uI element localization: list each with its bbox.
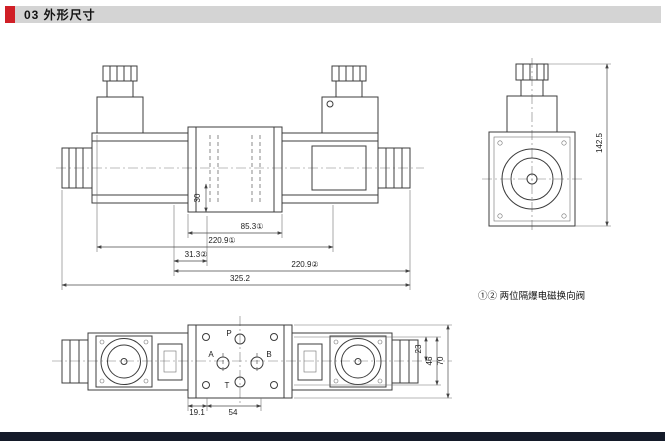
terminal-screw bbox=[326, 100, 334, 108]
dim-142-5: 142.5 bbox=[548, 63, 611, 227]
port-p-hole bbox=[234, 333, 246, 345]
port-t-label: T bbox=[225, 381, 230, 390]
front-right-junction-box bbox=[321, 96, 379, 134]
bottom-right-terminal-box bbox=[297, 343, 323, 381]
dim-label-23: 23 bbox=[414, 344, 423, 353]
front-valve-body bbox=[187, 126, 283, 213]
bottom-view: P A B T bbox=[52, 316, 452, 417]
dim-label-220-9-a: 220.9① bbox=[208, 236, 235, 245]
dim-30: 30 bbox=[193, 183, 208, 213]
mounting-hole bbox=[202, 381, 210, 389]
nameplate bbox=[311, 145, 367, 191]
dim-label-31-3: 31.3② bbox=[185, 250, 208, 259]
mounting-hole bbox=[202, 333, 210, 341]
footnote: ①② 两位隔爆电磁换向阀 bbox=[478, 290, 585, 302]
dim-label-30: 30 bbox=[193, 193, 202, 202]
side-cable-gland bbox=[515, 63, 549, 97]
dim-85-3: 85.3① bbox=[187, 222, 283, 235]
bottom-left-terminal-box bbox=[157, 343, 183, 381]
dim-220-9-b: 220.9② bbox=[173, 260, 411, 273]
dim-label-220-9-b: 220.9② bbox=[291, 260, 318, 269]
dim-70: 70 bbox=[436, 324, 450, 399]
dim-label-85-3: 85.3① bbox=[241, 222, 264, 231]
footer-bar bbox=[0, 432, 665, 441]
bottom-right-coil bbox=[291, 332, 393, 391]
dim-54: 54 bbox=[206, 404, 262, 417]
front-right-end-nut bbox=[377, 147, 411, 189]
section-header: 03 外形尺寸 bbox=[5, 6, 661, 23]
front-view: 85.3① 220.9① 31.3② 220.9② 325.2 30 bbox=[56, 65, 424, 290]
dim-label-325-2: 325.2 bbox=[230, 274, 251, 283]
dim-label-46: 46 bbox=[425, 356, 434, 365]
mounting-hole bbox=[270, 333, 278, 341]
side-body bbox=[488, 131, 576, 227]
front-left-cable-gland bbox=[102, 65, 138, 98]
dim-label-19-1: 19.1 bbox=[189, 408, 205, 417]
bottom-right-end-nut bbox=[391, 339, 419, 384]
dim-325-2: 325.2 bbox=[61, 274, 411, 287]
dim-label-142-5: 142.5 bbox=[595, 132, 604, 153]
port-b-label: B bbox=[266, 350, 271, 359]
bottom-left-end-nut bbox=[61, 339, 89, 384]
bottom-left-coil bbox=[87, 332, 189, 391]
section-title: 03 外形尺寸 bbox=[24, 8, 96, 22]
bottom-extension-lines bbox=[187, 324, 452, 411]
mounting-hole bbox=[270, 381, 278, 389]
front-right-cable-gland bbox=[331, 65, 367, 98]
port-t-hole bbox=[234, 376, 246, 388]
bottom-ports: P A B T bbox=[208, 329, 271, 390]
port-a-label: A bbox=[208, 350, 214, 359]
dim-31-3: 31.3② bbox=[173, 250, 208, 263]
dim-label-54: 54 bbox=[229, 408, 238, 417]
dim-label-70: 70 bbox=[436, 356, 445, 365]
section-accent-marker bbox=[5, 6, 15, 23]
side-view: 142.5 bbox=[482, 58, 611, 233]
dim-220-9-a: 220.9① bbox=[96, 236, 334, 249]
front-left-junction-box bbox=[96, 96, 144, 134]
port-p-label: P bbox=[226, 329, 231, 338]
dim-19-1: 19.1 bbox=[187, 404, 208, 417]
dim-46: 46 bbox=[425, 336, 439, 386]
dim-23: 23 bbox=[414, 336, 428, 362]
